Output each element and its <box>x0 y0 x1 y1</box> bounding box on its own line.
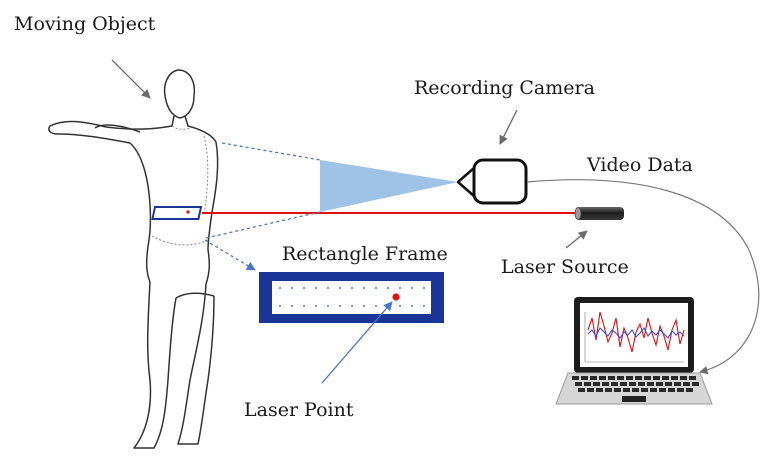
zoom-dotted-arrow <box>204 239 256 271</box>
keyboard-key <box>677 388 684 392</box>
camera-view-cone <box>320 160 458 212</box>
rectangle-frame-zoom <box>259 272 444 323</box>
laptop-touchpad <box>622 396 646 402</box>
keyboard-key <box>656 382 663 386</box>
keyboard-key <box>689 376 696 380</box>
keyboard-key <box>602 382 609 386</box>
keyboard-key <box>620 382 627 386</box>
laptop-screen-chart <box>584 311 685 363</box>
frame-guide-dot <box>399 287 401 289</box>
frame-guide-dot <box>363 305 365 307</box>
keyboard-key <box>593 382 600 386</box>
frame-guide-dot <box>279 305 281 307</box>
frame-guide-dot <box>411 305 413 307</box>
frame-guide-dot <box>375 287 377 289</box>
label-video-data: Video Data <box>586 154 693 176</box>
keyboard-key <box>629 382 636 386</box>
frame-guide-dot <box>327 305 329 307</box>
keyboard-key <box>587 388 594 392</box>
label-laser-point: Laser Point <box>244 399 354 421</box>
frame-guide-dot <box>399 305 401 307</box>
keyboard-key <box>626 376 633 380</box>
view-dotted-lower <box>205 211 321 239</box>
keyboard-key <box>623 388 630 392</box>
keyboard-key <box>614 388 621 392</box>
keyboard-key <box>572 376 579 380</box>
frame-guide-dot <box>339 305 341 307</box>
recording-camera-arrow <box>499 109 518 145</box>
laser-point-dot <box>392 293 400 301</box>
label-moving-object: Moving Object <box>14 13 156 35</box>
keyboard-key <box>632 388 639 392</box>
keyboard-key <box>647 382 654 386</box>
keyboard-key <box>596 388 603 392</box>
frame-guide-dot <box>423 305 425 307</box>
frame-guide-dot <box>303 287 305 289</box>
keyboard-key <box>578 388 585 392</box>
keyboard-key <box>668 388 675 392</box>
keyboard-key <box>662 376 669 380</box>
keyboard-key <box>680 376 687 380</box>
keyboard-key <box>617 376 624 380</box>
keyboard-key <box>584 382 591 386</box>
keyboard-key <box>599 376 606 380</box>
keyboard-key <box>608 376 615 380</box>
keyboard-key <box>692 382 699 386</box>
frame-guide-dot <box>315 305 317 307</box>
laser-source-arrow <box>565 230 588 249</box>
moving-object-arrow <box>111 59 151 99</box>
frame-guide-dots <box>279 287 425 307</box>
frame-guide-dot <box>327 287 329 289</box>
keyboard-key <box>581 376 588 380</box>
laptop-keyboard <box>572 376 699 392</box>
frame-guide-dot <box>363 287 365 289</box>
keyboard-key <box>641 388 648 392</box>
keyboard-key <box>686 388 693 392</box>
recording-camera-icon <box>456 158 528 205</box>
frame-guide-dot <box>291 305 293 307</box>
body-rectangle-frame <box>151 206 203 220</box>
keyboard-key <box>590 376 597 380</box>
keyboard-key <box>659 388 666 392</box>
keyboard-key <box>674 382 681 386</box>
keyboard-key <box>644 376 651 380</box>
keyboard-key <box>638 382 645 386</box>
laser-source-icon <box>574 207 624 220</box>
laser-point-arrow <box>321 301 393 384</box>
frame-guide-dot <box>339 287 341 289</box>
keyboard-key <box>635 376 642 380</box>
keyboard-key <box>605 388 612 392</box>
keyboard-key <box>671 376 678 380</box>
frame-guide-dot <box>351 305 353 307</box>
keyboard-key <box>653 376 660 380</box>
frame-guide-dot <box>303 305 305 307</box>
frame-guide-dot <box>423 287 425 289</box>
keyboard-key <box>575 382 582 386</box>
frame-guide-dot <box>375 305 377 307</box>
frame-guide-dot <box>279 287 281 289</box>
laptop-icon <box>555 297 713 405</box>
frame-guide-dot <box>315 287 317 289</box>
view-dotted-upper <box>221 142 321 161</box>
frame-guide-dot <box>387 287 389 289</box>
keyboard-key <box>650 388 657 392</box>
human-figure <box>48 69 219 449</box>
keyboard-key <box>683 382 690 386</box>
label-recording-camera: Recording Camera <box>414 77 595 99</box>
frame-guide-dot <box>411 287 413 289</box>
figure-contour-lines <box>151 125 209 246</box>
frame-guide-dot <box>291 287 293 289</box>
keyboard-key <box>611 382 618 386</box>
label-rectangle-frame: Rectangle Frame <box>282 243 448 265</box>
video-data-cable <box>526 179 760 375</box>
label-laser-source: Laser Source <box>501 256 629 278</box>
frame-guide-dot <box>351 287 353 289</box>
keyboard-key <box>665 382 672 386</box>
